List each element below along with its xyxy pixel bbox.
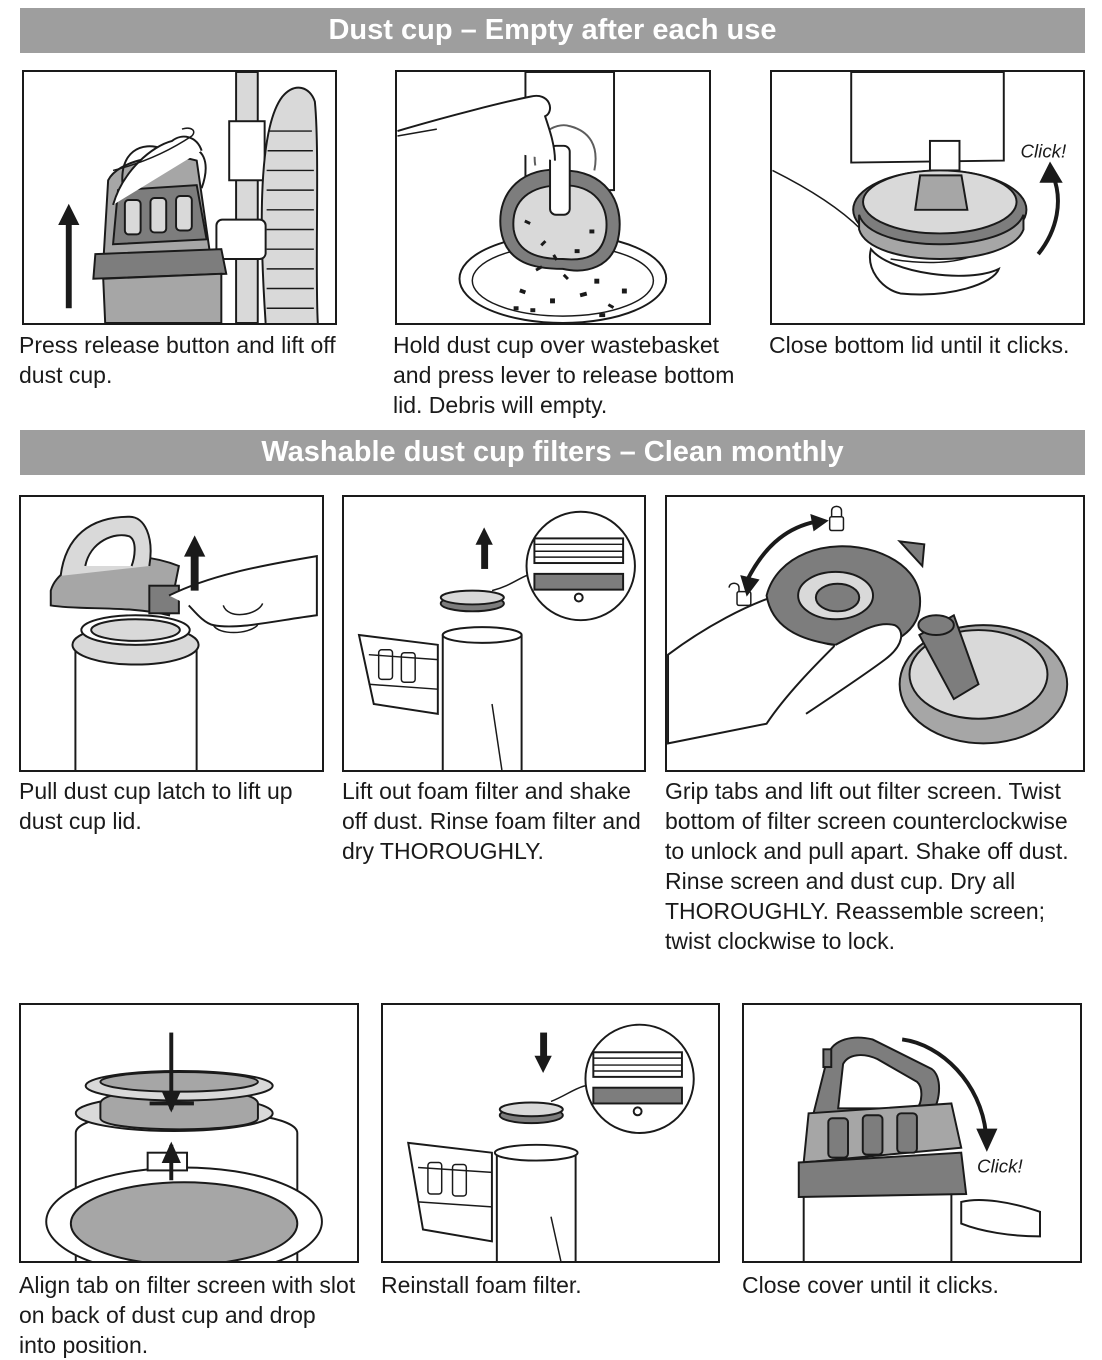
section-header-filters: Washable dust cup filters – Clean monthl… <box>20 430 1085 475</box>
step-5-caption: Lift out foam filter and shake off dust.… <box>342 778 641 864</box>
padlock-open-icon <box>728 582 752 607</box>
illustration-lift-dust-cup-lid <box>19 495 324 772</box>
illustration-reinstall-foam-filter <box>381 1003 720 1263</box>
click-label: Click! <box>977 1155 1023 1176</box>
step-1-caption: Press release button and lift off dust c… <box>19 332 336 388</box>
illustration-align-filter-screen <box>19 1003 359 1263</box>
illustration-empty-dust-cup <box>395 70 711 325</box>
click-label: Click! <box>1021 141 1067 162</box>
step-2-caption: Hold dust cup over wastebasket and press… <box>393 332 735 418</box>
illustration-lift-dust-cup <box>22 70 337 325</box>
illustration-close-cover: Click! <box>742 1003 1082 1263</box>
step-9-caption: Close cover until it clicks. <box>742 1272 999 1298</box>
step-6-caption: Grip tabs and lift out filter screen. Tw… <box>665 778 1069 954</box>
padlock-closed-icon <box>828 505 845 532</box>
illustration-close-bottom-lid: Click! <box>770 70 1085 325</box>
illustration-remove-filter-screen <box>665 495 1085 772</box>
step-3-caption: Close bottom lid until it clicks. <box>769 332 1070 358</box>
step-4-caption: Pull dust cup latch to lift up dust cup … <box>19 778 293 834</box>
illustration-lift-foam-filter <box>342 495 646 772</box>
section-header-dust-cup: Dust cup – Empty after each use <box>20 8 1085 53</box>
step-8-caption: Reinstall foam filter. <box>381 1272 582 1298</box>
step-7-caption: Align tab on filter screen with slot on … <box>19 1272 356 1358</box>
